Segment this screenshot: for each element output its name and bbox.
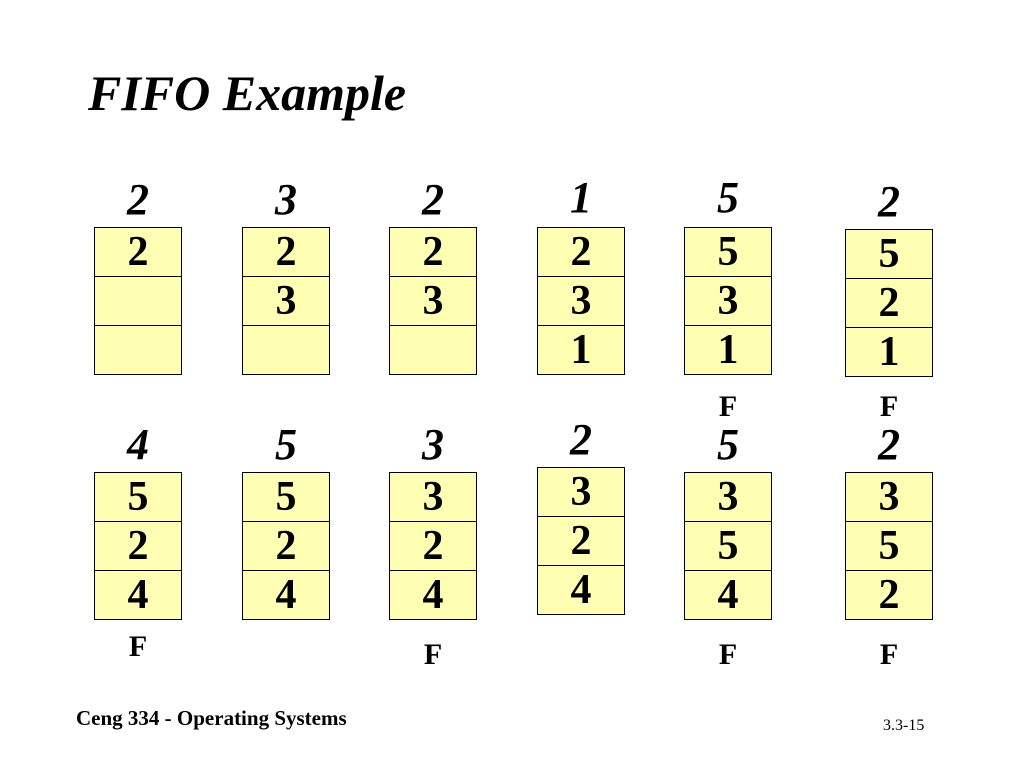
frame-cell: 3 [846,473,932,522]
reference-label: 5 [275,420,297,469]
frame-cell: 4 [390,571,476,619]
frame-cell: 3 [538,468,624,517]
frame-cell: 1 [846,328,932,376]
frame-cell: 5 [846,522,932,571]
frame-cell [95,326,181,374]
reference-label: 2 [570,415,592,464]
footer-course: Ceng 334 - Operating Systems [76,706,347,730]
reference-label: 2 [127,175,149,224]
frame-cell: 2 [538,517,624,566]
frame-cell: 2 [390,522,476,571]
reference-label: 1 [570,173,592,222]
frame-cell: 3 [390,473,476,522]
frame-cell: 1 [538,326,624,374]
reference-label: 5 [717,420,739,469]
page-title: FIFO Example [88,65,407,121]
page-fault-marker: F [423,638,443,671]
frame-cell: 3 [685,277,771,326]
frame-cell: 2 [243,522,329,571]
page-fault-marker: F [879,390,899,423]
frame-cell: 2 [538,228,624,277]
reference-label: 2 [878,177,900,226]
page-fault-marker: F [879,638,899,671]
reference-label: 2 [422,175,444,224]
frame-cell: 5 [685,228,771,277]
frame-stack: 2 [94,227,182,375]
frame-cell: 2 [390,228,476,277]
frame-cell: 5 [685,522,771,571]
frame-cell: 2 [846,279,932,328]
frame-cell: 5 [95,473,181,522]
frame-cell: 1 [685,326,771,374]
frame-cell: 4 [95,571,181,619]
frame-cell: 4 [538,566,624,614]
frame-cell: 3 [685,473,771,522]
frame-cell: 2 [95,522,181,571]
frame-cell: 2 [95,228,181,277]
reference-label: 5 [717,173,739,222]
frame-cell: 4 [685,571,771,619]
reference-label: 2 [878,420,900,469]
frame-cell: 2 [243,228,329,277]
page-fault-marker: F [128,630,148,663]
frame-cell [243,326,329,374]
frame-cell: 3 [538,277,624,326]
reference-label: 3 [275,175,297,224]
frame-cell: 3 [390,277,476,326]
frame-cell [390,326,476,374]
frame-cell: 5 [846,230,932,279]
footer-page-number: 3.3-15 [883,717,925,734]
frame-cell: 5 [243,473,329,522]
reference-label: 4 [127,420,149,469]
frame-cell: 4 [243,571,329,619]
page-fault-marker: F [718,638,738,671]
frame-cell: 3 [243,277,329,326]
reference-label: 3 [422,420,444,469]
frame-cell: 2 [846,571,932,619]
frame-cell [95,277,181,326]
page-fault-marker: F [718,390,738,423]
